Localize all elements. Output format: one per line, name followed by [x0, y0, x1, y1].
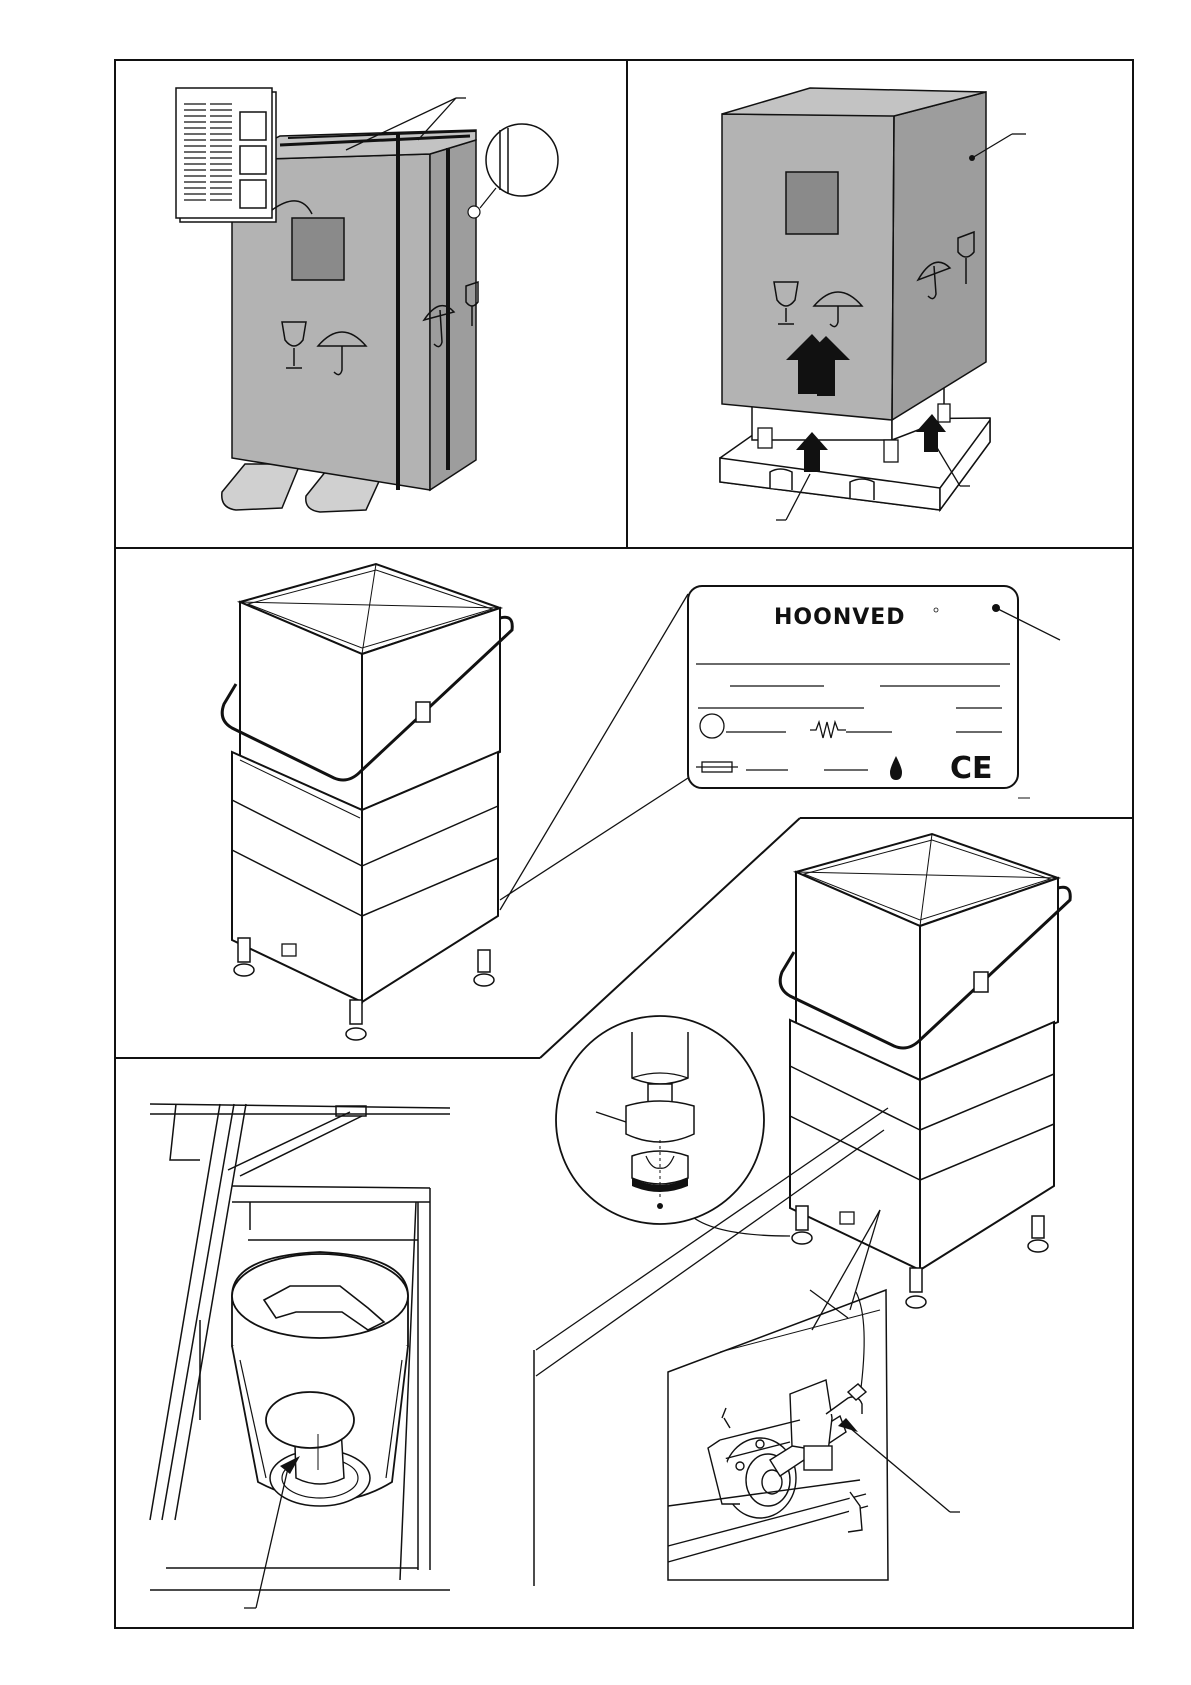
box-window [292, 218, 344, 280]
ce-mark: CE [950, 751, 993, 786]
packed-box-side [430, 140, 476, 490]
foot-detail-icon [556, 1016, 790, 1236]
brand-logo: HOONVED [774, 605, 906, 630]
panel-unpacking-straps [176, 88, 558, 512]
panel-lifting-from-pallet [720, 88, 1026, 520]
rating-plate-icon: HOONVED CE [688, 586, 1060, 788]
fuse-icon [696, 762, 738, 772]
motor-circle-icon [700, 714, 724, 738]
strap-detail-circle [486, 124, 558, 196]
filter-icon [232, 1252, 408, 1506]
panel-overflow-filter [150, 1104, 450, 1608]
